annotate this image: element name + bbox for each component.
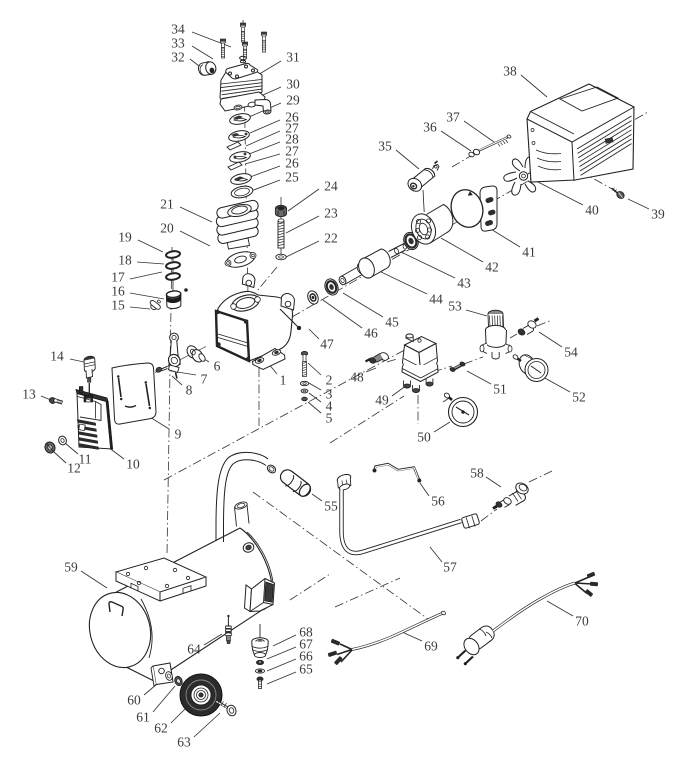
svg-text:54: 54: [564, 345, 578, 360]
svg-text:34: 34: [171, 22, 185, 37]
svg-text:24: 24: [324, 179, 338, 194]
svg-text:66: 66: [299, 649, 313, 664]
svg-text:30: 30: [286, 77, 300, 92]
svg-text:65: 65: [299, 662, 313, 677]
svg-text:4: 4: [326, 399, 333, 414]
svg-text:27: 27: [285, 144, 299, 159]
svg-text:55: 55: [324, 499, 338, 514]
svg-text:21: 21: [160, 197, 174, 212]
svg-text:49: 49: [375, 393, 389, 408]
svg-text:13: 13: [22, 387, 36, 402]
svg-text:23: 23: [324, 206, 338, 221]
svg-text:47: 47: [320, 337, 334, 352]
svg-text:11: 11: [79, 452, 92, 467]
svg-text:18: 18: [118, 253, 132, 268]
svg-text:53: 53: [448, 299, 462, 314]
svg-text:29: 29: [286, 93, 300, 108]
svg-text:46: 46: [364, 326, 378, 341]
svg-text:43: 43: [457, 276, 471, 291]
svg-text:62: 62: [154, 721, 168, 736]
svg-text:5: 5: [326, 411, 333, 426]
svg-text:25: 25: [285, 170, 299, 185]
svg-text:38: 38: [503, 64, 517, 79]
svg-text:51: 51: [493, 382, 507, 397]
svg-text:22: 22: [324, 231, 338, 246]
svg-text:57: 57: [443, 560, 457, 575]
svg-text:67: 67: [299, 637, 313, 652]
svg-text:6: 6: [214, 359, 221, 374]
svg-text:2: 2: [326, 373, 333, 388]
svg-text:52: 52: [572, 390, 586, 405]
svg-text:26: 26: [285, 110, 299, 125]
svg-text:14: 14: [50, 349, 64, 364]
svg-text:26: 26: [285, 156, 299, 171]
svg-text:16: 16: [111, 284, 125, 299]
svg-text:8: 8: [186, 383, 193, 398]
svg-text:69: 69: [424, 639, 438, 654]
svg-text:9: 9: [175, 427, 182, 442]
svg-text:37: 37: [446, 110, 460, 125]
svg-text:40: 40: [585, 203, 599, 218]
svg-text:28: 28: [285, 132, 299, 147]
svg-text:15: 15: [111, 298, 125, 313]
svg-text:39: 39: [651, 207, 665, 222]
svg-text:35: 35: [378, 139, 392, 154]
svg-text:36: 36: [423, 120, 437, 135]
svg-text:48: 48: [350, 370, 364, 385]
svg-text:56: 56: [431, 494, 445, 509]
svg-text:32: 32: [171, 50, 185, 65]
svg-text:19: 19: [118, 230, 132, 245]
svg-text:68: 68: [299, 625, 313, 640]
svg-text:31: 31: [286, 50, 300, 65]
svg-text:63: 63: [177, 735, 191, 750]
svg-text:3: 3: [326, 387, 333, 402]
svg-text:20: 20: [160, 221, 174, 236]
svg-text:42: 42: [485, 260, 499, 275]
svg-text:50: 50: [417, 430, 431, 445]
svg-text:12: 12: [67, 461, 81, 476]
svg-text:41: 41: [522, 245, 536, 260]
svg-text:58: 58: [470, 466, 484, 481]
svg-text:7: 7: [201, 372, 208, 387]
svg-text:45: 45: [385, 315, 399, 330]
svg-text:33: 33: [171, 36, 185, 51]
svg-text:10: 10: [126, 457, 140, 472]
svg-text:59: 59: [64, 560, 78, 575]
svg-text:44: 44: [429, 292, 443, 307]
svg-text:27: 27: [285, 121, 299, 136]
svg-text:17: 17: [111, 270, 125, 285]
svg-text:61: 61: [136, 710, 150, 725]
svg-text:60: 60: [127, 693, 141, 708]
svg-text:70: 70: [575, 614, 589, 629]
svg-text:1: 1: [280, 373, 287, 388]
